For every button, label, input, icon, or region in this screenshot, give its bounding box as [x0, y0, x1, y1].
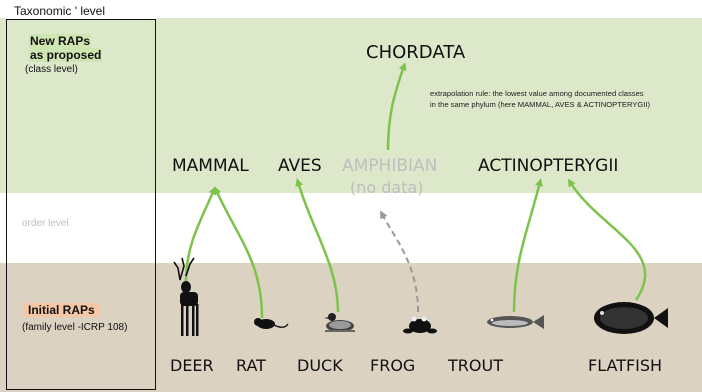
duck-icon [324, 313, 355, 332]
actinopterygii-node: ACTINOPTERYGII [478, 156, 618, 176]
species-frog: FROG [370, 356, 415, 375]
trout-icon [487, 315, 544, 329]
frog-icon [403, 317, 437, 334]
species-flatfish: FLATFISH [588, 356, 662, 375]
mammal-node: MAMMAL [172, 156, 249, 176]
arrow-trout-to-actinopterygii [514, 182, 540, 312]
note-line2: in the same phylum (here MAMMAL, AVES & … [430, 100, 650, 109]
species-trout: TROUT [448, 356, 503, 375]
chordata-node: CHORDATA [366, 42, 465, 63]
amphibian-node: AMPHIBIAN [342, 156, 437, 176]
flatfish-icon [594, 302, 668, 334]
species-duck: DUCK [297, 356, 343, 375]
aves-node: AVES [278, 156, 322, 176]
species-deer: DEER [170, 356, 214, 375]
arrow-amphibian-to-chordata [388, 66, 404, 150]
arrow-duck-to-aves [298, 182, 338, 312]
arrow-rat-to-mammal [216, 190, 262, 318]
note-line1: extrapolation rule: the lowest value amo… [430, 89, 644, 98]
arrow-deer-to-mammal [186, 190, 214, 282]
extrapolation-note: extrapolation rule: the lowest value amo… [430, 88, 702, 110]
species-rat: RAT [236, 356, 266, 375]
arrow-flatfish-to-actinopterygii [570, 182, 645, 300]
arrow-frog-to-amphibian [382, 214, 418, 312]
rat-icon [254, 318, 288, 329]
amphibian-no-data: (no data) [350, 178, 424, 197]
